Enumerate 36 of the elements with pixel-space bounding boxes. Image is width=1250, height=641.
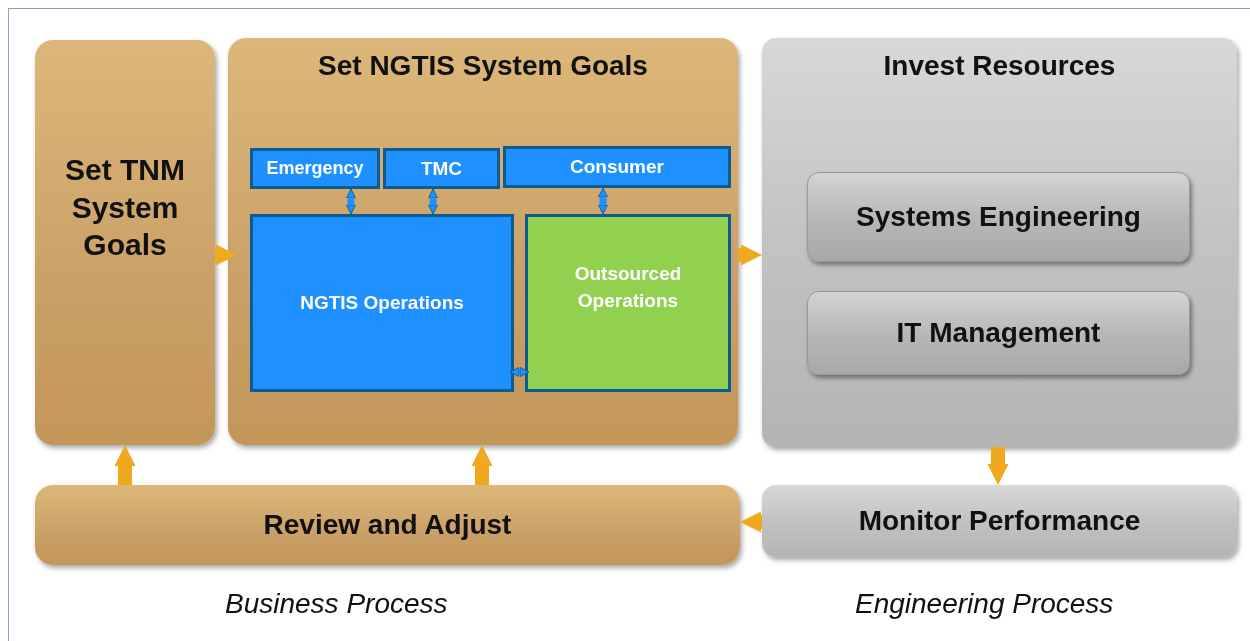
process-box: [383, 148, 500, 189]
box-label: Emergency: [266, 158, 364, 179]
arrow: [738, 244, 762, 266]
arrow: [509, 367, 530, 377]
process-box: [250, 214, 514, 392]
process-box: [807, 172, 1190, 262]
arrow: [346, 188, 356, 215]
arrow: [215, 244, 237, 266]
box-label: Consumer: [570, 156, 664, 178]
box-label: NGTIS Operations: [300, 292, 464, 314]
process-box: [250, 148, 380, 189]
process-box: [807, 291, 1190, 375]
section-label: Engineering Process: [855, 588, 1114, 620]
arrow: [114, 445, 136, 485]
arrow: [987, 447, 1009, 485]
box-label: Systems Engineering: [856, 201, 1141, 233]
process-panel: [35, 40, 215, 445]
process-panel: [228, 38, 738, 445]
box-label: Set TNM System Goals: [64, 152, 186, 264]
arrow: [428, 188, 438, 215]
process-box: [525, 214, 731, 392]
process-panel: [762, 485, 1237, 557]
box-label: IT Management: [896, 317, 1101, 349]
arrow: [598, 187, 608, 215]
process-panel: [762, 38, 1237, 447]
box-label: Review and Adjust: [263, 509, 512, 541]
section-label: Business Process: [225, 588, 448, 620]
process-panel: [35, 485, 740, 565]
box-label: Outsourced Operations: [573, 262, 683, 313]
arrow: [471, 445, 493, 485]
panel-heading: Set NGTIS System Goals: [317, 50, 649, 82]
box-label: Monitor Performance: [858, 505, 1141, 537]
box-label: TMC: [420, 157, 463, 180]
arrow: [740, 511, 762, 533]
panel-heading: Invest Resources: [882, 50, 1117, 82]
process-box: [503, 146, 731, 188]
